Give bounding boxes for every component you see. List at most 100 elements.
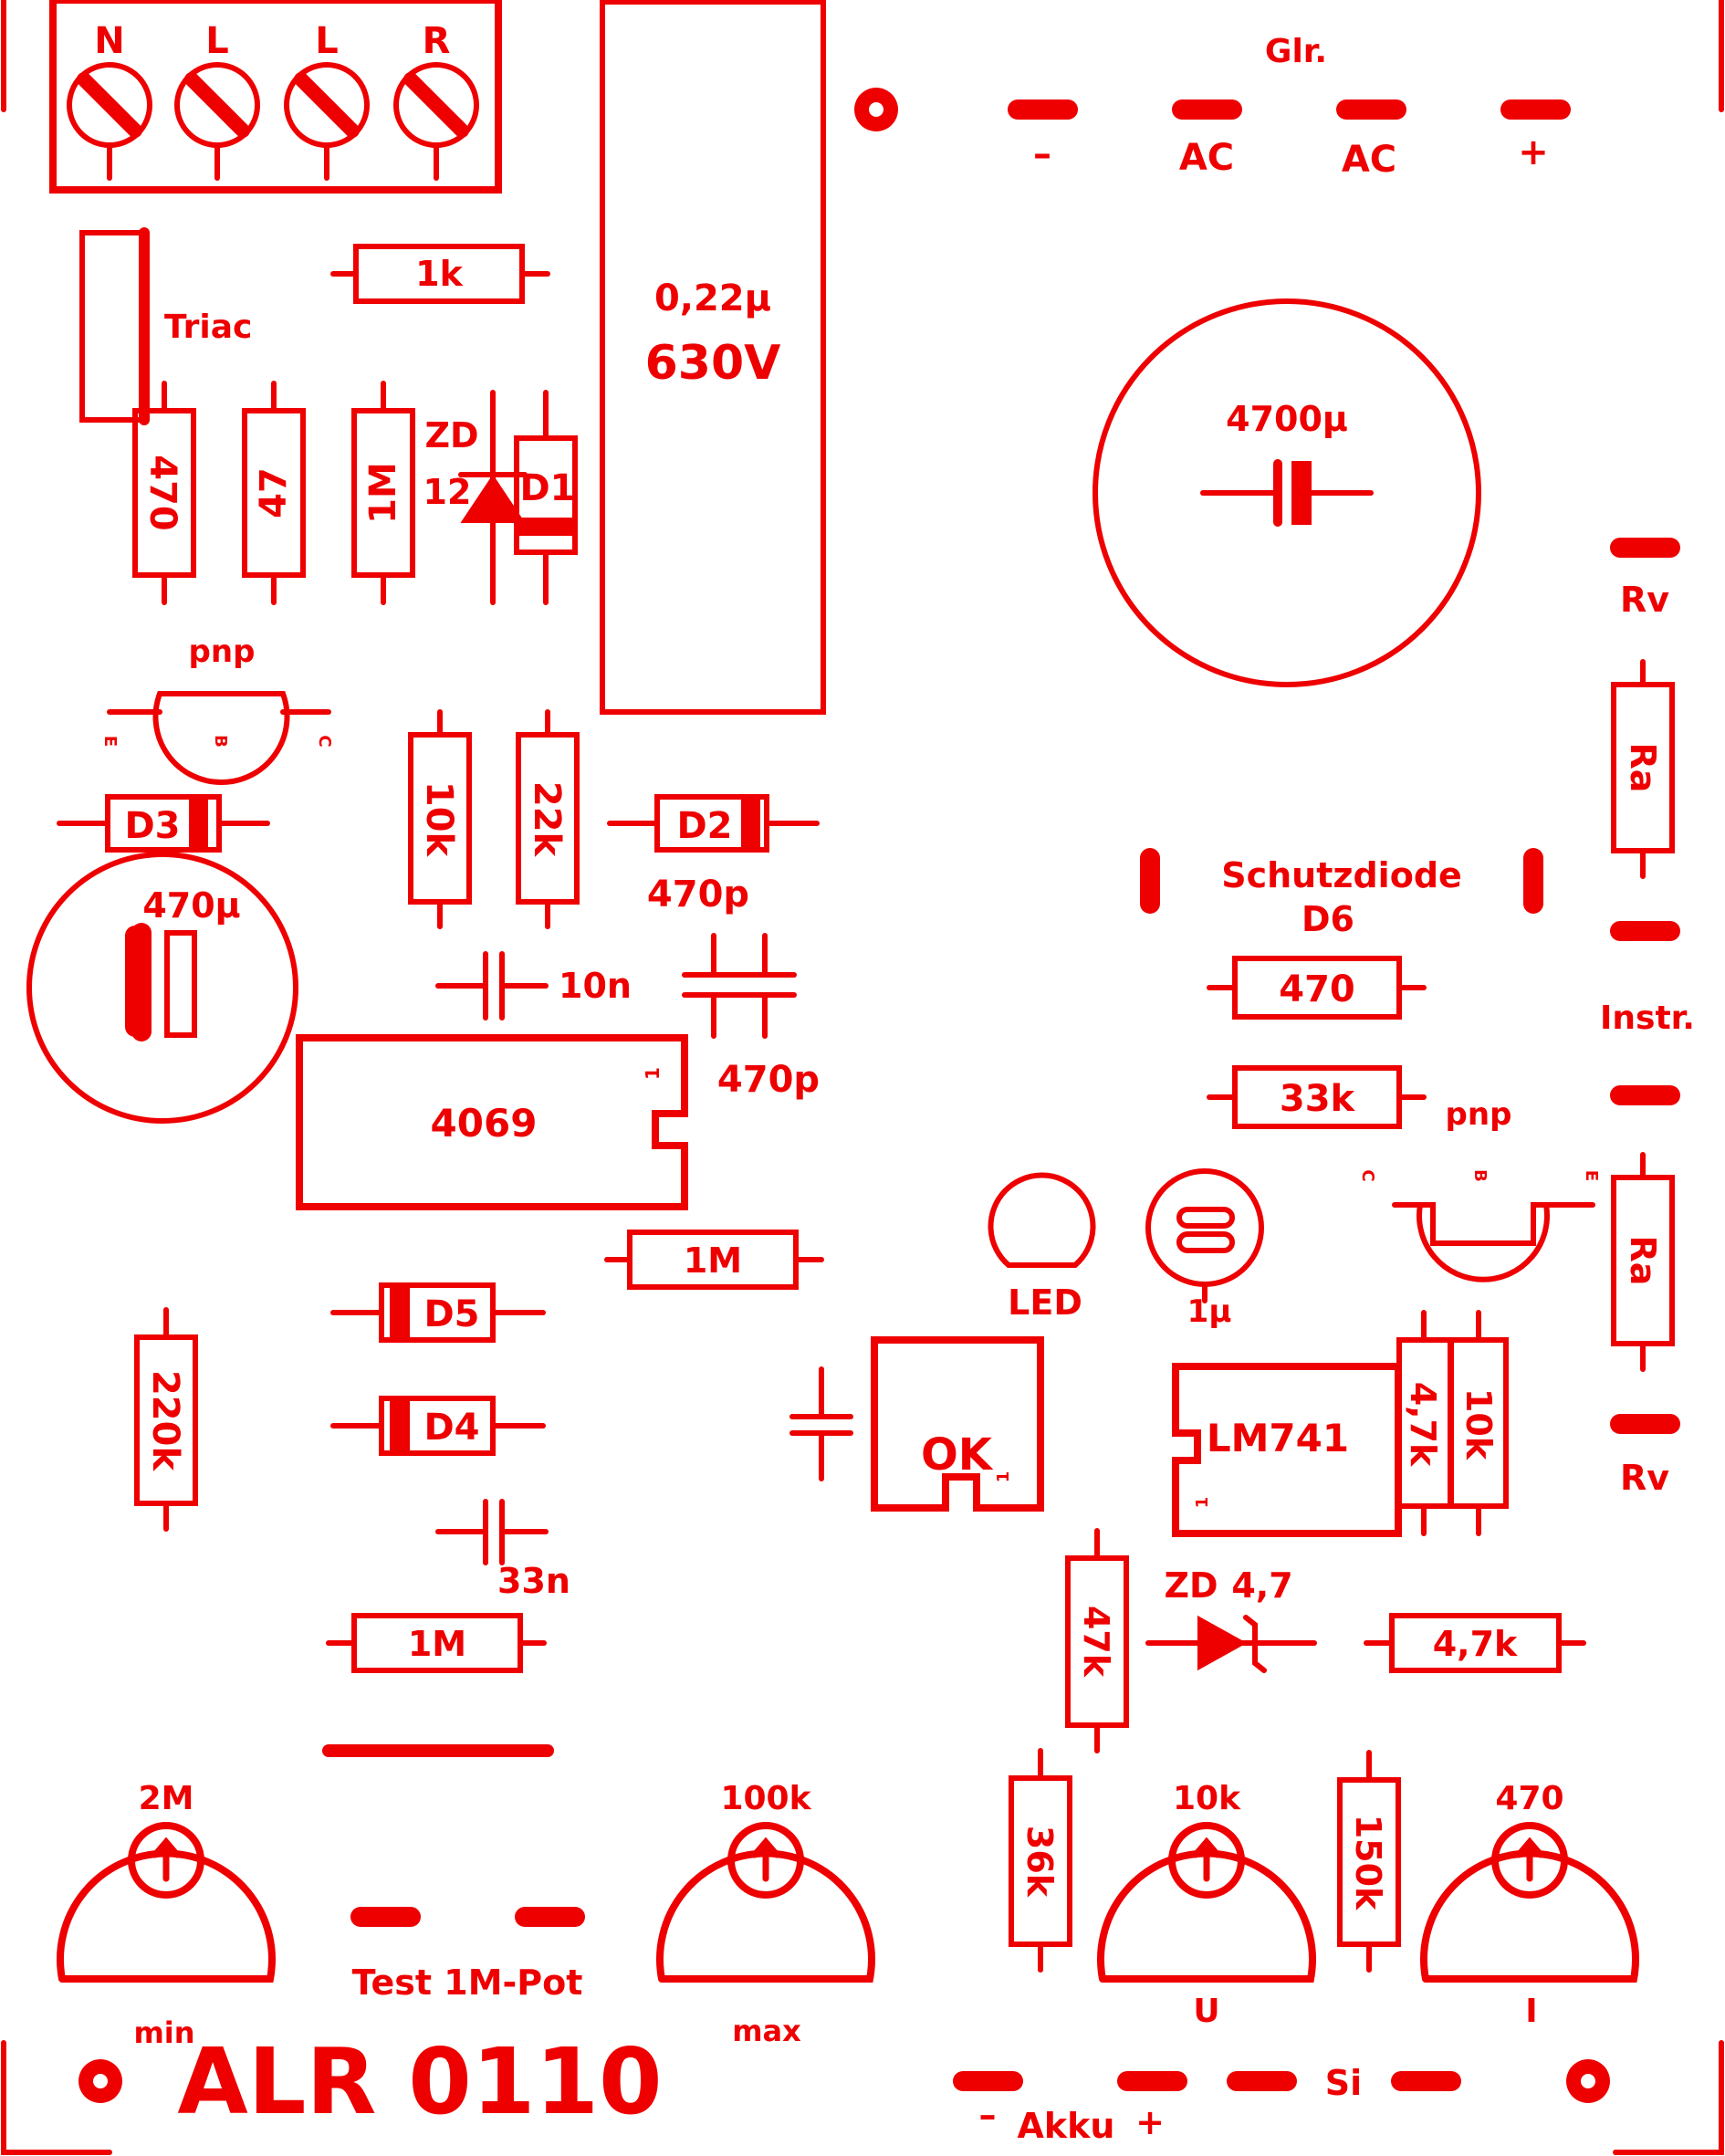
zener-diode-12-zd: ZD (424, 415, 478, 455)
resistor-10k-small-vertical (1448, 1310, 1509, 1536)
resistor-10k-small-vertical-label: 10k (1458, 1388, 1499, 1460)
resistor-1m-low-label: 1M (408, 1624, 466, 1664)
diode-d3 (57, 794, 270, 853)
terminal-label-r: R (423, 20, 451, 62)
solder-pads (125, 99, 1680, 2091)
diode-d5 (330, 1282, 546, 1343)
led (988, 1172, 1096, 1268)
akku-minus-label: – (979, 2095, 997, 2135)
capacitor-1u-label: 1µ (1187, 1293, 1232, 1330)
resistor-ra-top (1611, 659, 1675, 879)
capacitor-470p-b-label: 470p (717, 1059, 820, 1101)
schutzdiode-label: Schutzdiode (1221, 855, 1462, 895)
diode-d1-label: D1 (519, 467, 575, 509)
diode-d1 (514, 390, 578, 605)
zener-diode-47 (1145, 1615, 1317, 1673)
u-label: U (1193, 1993, 1219, 2030)
resistor-1k-top-label: 1k (415, 254, 463, 294)
rectifier-pin-ac1: AC (1179, 137, 1234, 179)
resistor-1m-low (326, 1613, 547, 1673)
resistor-ra-bottom (1611, 1152, 1675, 1372)
ic-lm741-label: LM741 (1207, 1416, 1349, 1460)
resistor-47k-vertical-label: 47k (1076, 1606, 1116, 1678)
potentiometer-2m-label: 2M (139, 1780, 194, 1817)
capacitor-470u (26, 852, 298, 1124)
min-label: min (133, 2015, 194, 2050)
rv-top-label: Rv (1620, 580, 1669, 620)
capacitor-630v-value: 630V (645, 336, 781, 391)
rectifier-pin-ac2: AC (1342, 139, 1396, 181)
rectifier-title: Glr. (1265, 33, 1327, 70)
resistor-150k-vertical-label: 150k (1348, 1815, 1388, 1910)
resistor-150k-vertical (1337, 1750, 1401, 1973)
resistor-220k-vertical-label: 220k (144, 1370, 186, 1471)
i-label: I (1525, 1993, 1537, 2030)
capacitor-33n (435, 1499, 549, 1565)
ic-4069-pin-1: 1 (642, 1067, 664, 1080)
capacitor-470u-label: 470µ (142, 885, 240, 926)
resistor-ra-top-label: Ra (1623, 743, 1663, 793)
terminal-label-n: N (94, 20, 124, 62)
ic-4069-body (296, 1034, 688, 1210)
resistor-1m-mid (604, 1230, 824, 1290)
rectifier-pin-plus: + (1518, 131, 1549, 173)
capacitor-022u-body (600, 0, 826, 715)
resistor-470-horizontal (1207, 956, 1427, 1020)
resistor-10k-vertical (408, 709, 472, 929)
potentiometer-2m (57, 1822, 276, 1983)
resistor-47-vertical-label: 47 (253, 467, 295, 518)
potentiometer-10k-label: 10k (1173, 1780, 1241, 1817)
resistor-470-horizontal-label: 470 (1279, 968, 1355, 1010)
resistor-47k-horizontal (1364, 1613, 1586, 1673)
diode-d2 (607, 794, 820, 853)
capacitor-33n-label: 33n (497, 1561, 570, 1601)
potentiometer-100k-label: 100k (720, 1780, 811, 1817)
akku-plus-label: + (1135, 2102, 1165, 2142)
transistor-pnp-2-e: E (1582, 1170, 1601, 1181)
transistor-pnp-2-c: C (1358, 1169, 1377, 1181)
transistor-pnp-1-label: pnp (189, 633, 256, 670)
transistor-pnp-2-label: pnp (1446, 1096, 1512, 1133)
ic-lm741-pin: 1 (1193, 1497, 1212, 1509)
capacitor-470p-b (682, 933, 797, 1039)
resistor-1m-vertical-label: 1M (362, 462, 404, 524)
potentiometer-100k (656, 1822, 875, 1983)
resistor-22k-vertical (516, 709, 580, 929)
resistor-36k-vertical (1009, 1748, 1072, 1973)
ok-module-label: OK (921, 1429, 994, 1481)
diode-d5-label: D5 (423, 1293, 479, 1335)
capacitor-ok-side (789, 1366, 853, 1481)
ok-module-body (871, 1336, 1044, 1512)
potentiometer-10k (1097, 1822, 1316, 1983)
transistor-pnp-1 (107, 691, 331, 786)
instr-label: Instr. (1600, 1000, 1695, 1037)
capacitor-022u-value: 0,22µ (654, 277, 771, 319)
test-pot-label: Test 1M-Pot (352, 1962, 583, 2003)
terminal-label-l2: L (315, 20, 339, 62)
resistor-47k-horizontal-label: 4,7k (1433, 1624, 1518, 1664)
transistor-pnp-1-e: E (100, 736, 120, 747)
board-title: ALR 0110 (177, 2028, 662, 2135)
resistor-470-vertical (132, 381, 196, 605)
zener-diode-12-value: 12 (423, 472, 472, 512)
resistor-22k-vertical-label: 22k (526, 781, 568, 858)
rv-bottom-label: Rv (1620, 1458, 1669, 1498)
capacitor-1u (1145, 1168, 1264, 1303)
max-label: max (732, 2014, 801, 2048)
potentiometer-470 (1420, 1822, 1639, 1983)
transistor-pnp-1-c: C (315, 735, 334, 747)
resistor-220k-vertical (134, 1307, 198, 1532)
zener-diode-47-value: 4,7 (1231, 1565, 1292, 1606)
resistor-33k-horizontal-label: 33k (1280, 1078, 1356, 1120)
resistor-47k-vertical (1065, 1528, 1129, 1753)
resistor-1m-vertical (351, 381, 415, 605)
transistor-pnp-2 (1392, 1202, 1595, 1282)
capacitor-470p-a-label: 470p (647, 874, 749, 916)
terminal-block (49, 0, 502, 194)
ic-4069-label: 4069 (431, 1101, 538, 1146)
si-label: Si (1325, 2063, 1362, 2103)
capacitor-4700u (1092, 298, 1481, 687)
diode-d3-label: D3 (124, 805, 180, 847)
capacitor-4700u-label: 4700µ (1226, 399, 1348, 439)
